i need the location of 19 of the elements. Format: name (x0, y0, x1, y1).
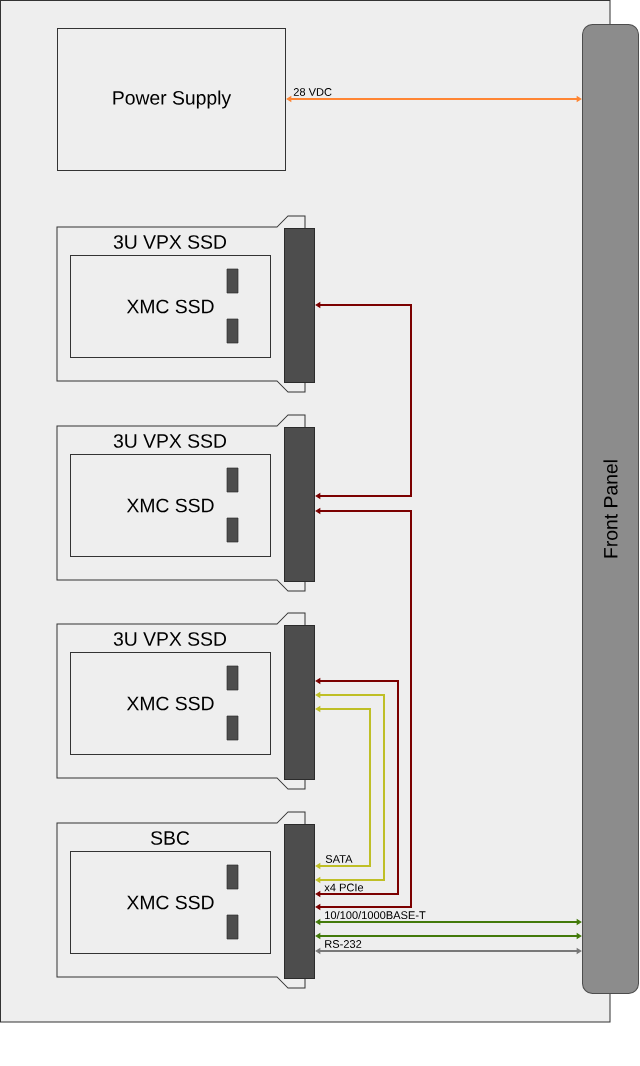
edge-label: SATA (325, 855, 353, 863)
labeled-box: Power Supply (57, 28, 286, 171)
connector-bar (284, 625, 315, 780)
edge-label: x4 PCIe (324, 883, 364, 892)
connector-bar (284, 427, 315, 582)
module-box: XMC SSD (70, 652, 271, 755)
connector-arrow (315, 932, 582, 940)
connector-arrow (315, 947, 582, 955)
edge-label: 10/100/1000BASE-T (324, 910, 426, 920)
edge-label: 28 VDC (293, 88, 332, 96)
module-box: XMC SSD (70, 454, 271, 557)
edge-label: RS-232 (324, 940, 362, 948)
connector-arrow (286, 95, 582, 103)
module-box: XMC SSD (70, 255, 271, 358)
module-box: XMC SSD (70, 851, 271, 954)
connector-arrow (315, 918, 582, 926)
vertical-panel: Front Panel (582, 24, 639, 994)
connector-bar (284, 228, 315, 383)
connector-bar (284, 824, 315, 979)
